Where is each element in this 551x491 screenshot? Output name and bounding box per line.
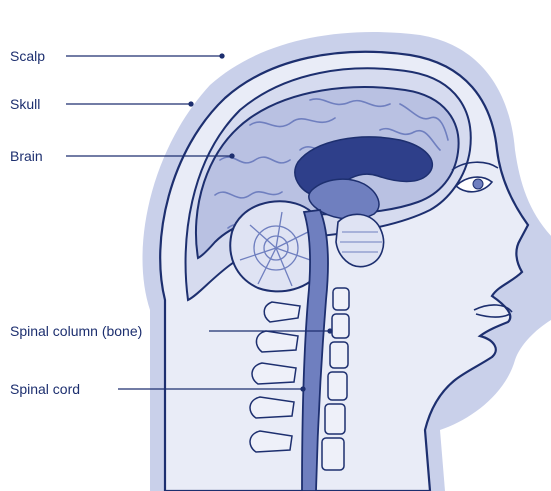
label-spinal-column: Spinal column (bone) <box>10 323 142 339</box>
label-scalp: Scalp <box>10 48 45 64</box>
label-skull: Skull <box>10 96 40 112</box>
pons <box>336 214 384 266</box>
label-brain: Brain <box>10 148 43 164</box>
label-spinal-cord: Spinal cord <box>10 381 80 397</box>
